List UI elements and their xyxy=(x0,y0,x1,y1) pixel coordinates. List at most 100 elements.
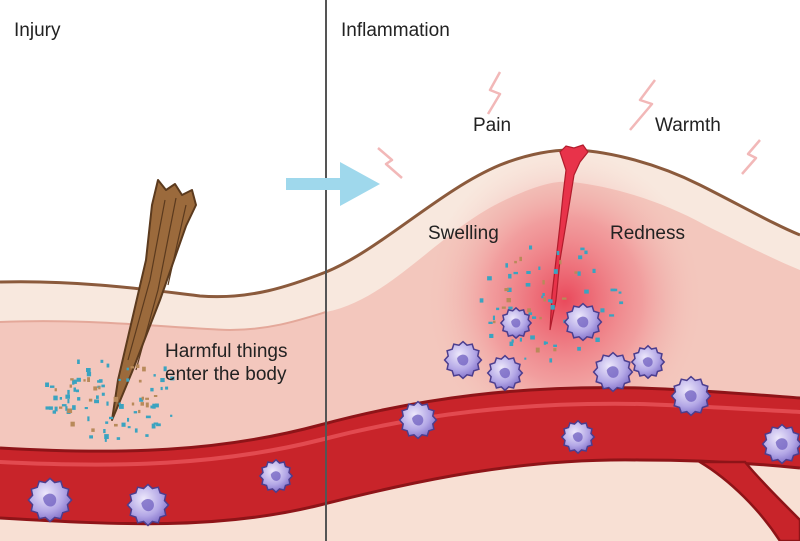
bacteria-particle xyxy=(165,386,169,390)
bacteria-particle xyxy=(562,297,567,300)
bacteria-particle xyxy=(592,268,596,273)
bacteria-particle xyxy=(101,384,105,388)
bacteria-particle xyxy=(519,337,522,342)
bacteria-particle xyxy=(74,379,77,384)
bacteria-particle xyxy=(545,341,548,345)
bacteria-particle xyxy=(153,374,156,377)
bacteria-particle xyxy=(152,403,156,409)
bacteria-particle xyxy=(138,409,141,414)
bacteria-particle xyxy=(525,283,531,287)
bacteria-particle xyxy=(52,410,56,414)
white-blood-cell xyxy=(630,344,666,380)
bacteria-particle xyxy=(527,308,531,313)
bacteria-particle xyxy=(577,346,581,351)
bacteria-particle xyxy=(543,341,547,345)
bacteria-particle xyxy=(508,273,512,279)
bacteria-particle xyxy=(134,428,138,433)
bacteria-particle xyxy=(65,406,68,411)
bacteria-particle xyxy=(141,396,144,400)
bacteria-particle xyxy=(553,269,558,274)
bacteria-particle xyxy=(493,320,496,324)
bacteria-particle xyxy=(145,397,149,400)
bacteria-particle xyxy=(101,392,105,396)
bacteria-particle xyxy=(87,377,90,382)
bacteria-particle xyxy=(76,389,79,393)
bacteria-particle xyxy=(53,395,58,401)
bacteria-particle xyxy=(70,378,74,381)
bacteria-particle xyxy=(96,395,99,399)
bacteria-particle xyxy=(49,385,55,388)
bacteria-particle xyxy=(578,255,583,260)
bacteria-particle xyxy=(45,382,49,387)
bacteria-particle xyxy=(153,422,159,425)
bacteria-particle xyxy=(76,377,81,382)
bacteria-particle xyxy=(543,297,546,302)
bacteria-particle xyxy=(535,347,540,353)
bacteria-particle xyxy=(54,388,57,392)
bacteria-particle xyxy=(97,380,102,383)
bacteria-particle xyxy=(530,335,535,340)
swelling-label: Swelling xyxy=(428,223,499,244)
bacteria-particle xyxy=(600,308,605,313)
bacteria-particle xyxy=(89,435,93,439)
bacteria-particle xyxy=(145,434,149,437)
bacteria-particle xyxy=(127,426,131,429)
white-blood-cell xyxy=(670,375,712,417)
bacteria-particle xyxy=(86,372,92,377)
bacteria-particle xyxy=(528,312,533,315)
bacteria-particle xyxy=(524,357,527,360)
bacteria-particle xyxy=(526,271,531,274)
bacteria-particle xyxy=(133,411,138,414)
bacteria-particle xyxy=(72,405,76,410)
bacteria-particle xyxy=(553,344,557,347)
white-cell-group xyxy=(27,302,800,527)
bacteria-particle xyxy=(501,306,506,309)
bacteria-particle xyxy=(61,404,67,407)
bacteria-particle xyxy=(160,378,165,383)
bacteria-particle xyxy=(479,298,484,303)
bacteria-particle xyxy=(91,428,95,432)
bacteria-particle xyxy=(70,421,75,427)
bacteria-particle xyxy=(550,299,553,304)
bacteria-particle xyxy=(580,247,585,251)
bacteria-particle xyxy=(65,394,70,399)
wound-crack xyxy=(549,144,589,331)
bacteria-particle xyxy=(505,263,508,268)
bacteria-particle xyxy=(126,378,130,382)
pain-label: Pain xyxy=(473,115,512,136)
bacteria-particle xyxy=(160,386,163,391)
white-blood-cell xyxy=(398,400,438,440)
bacteria-particle xyxy=(487,276,492,281)
bacteria-particle xyxy=(114,423,118,427)
splinter-body xyxy=(111,179,197,421)
pain-lightning-icon xyxy=(486,71,502,115)
harmful-things-note: Harmful things enter the body xyxy=(165,341,288,385)
white-blood-cell xyxy=(443,340,483,380)
injury-skin-line xyxy=(0,270,327,299)
bacteria-particle xyxy=(550,305,555,310)
bacteria-particle xyxy=(139,397,144,402)
bacteria-particle xyxy=(84,407,88,410)
bacteria-particle xyxy=(541,295,544,299)
white-blood-cell xyxy=(27,477,73,523)
bacteria-particle xyxy=(88,398,93,402)
bacteria-particle xyxy=(106,363,110,368)
bacteria-particle xyxy=(104,434,109,439)
bacteria-particle xyxy=(514,260,517,264)
bacteria-particle xyxy=(488,321,493,324)
bacteria-particle xyxy=(86,368,91,372)
bacteria-particle xyxy=(104,438,107,442)
bacteria-particle xyxy=(138,379,142,383)
bacteria-particle xyxy=(103,429,106,434)
bacteria-particle xyxy=(509,341,514,346)
right-lightning-icon xyxy=(741,139,761,175)
bacteria-particle xyxy=(170,414,173,417)
bacteria-particle xyxy=(163,366,167,372)
bacteria-particle xyxy=(553,348,557,352)
bacteria-particle xyxy=(94,399,99,404)
bacteria-particle xyxy=(106,401,109,406)
splinter-grain xyxy=(127,197,187,371)
bacteria-particle xyxy=(609,314,615,317)
vessel-branch xyxy=(695,460,800,541)
redness-label: Redness xyxy=(610,223,685,244)
